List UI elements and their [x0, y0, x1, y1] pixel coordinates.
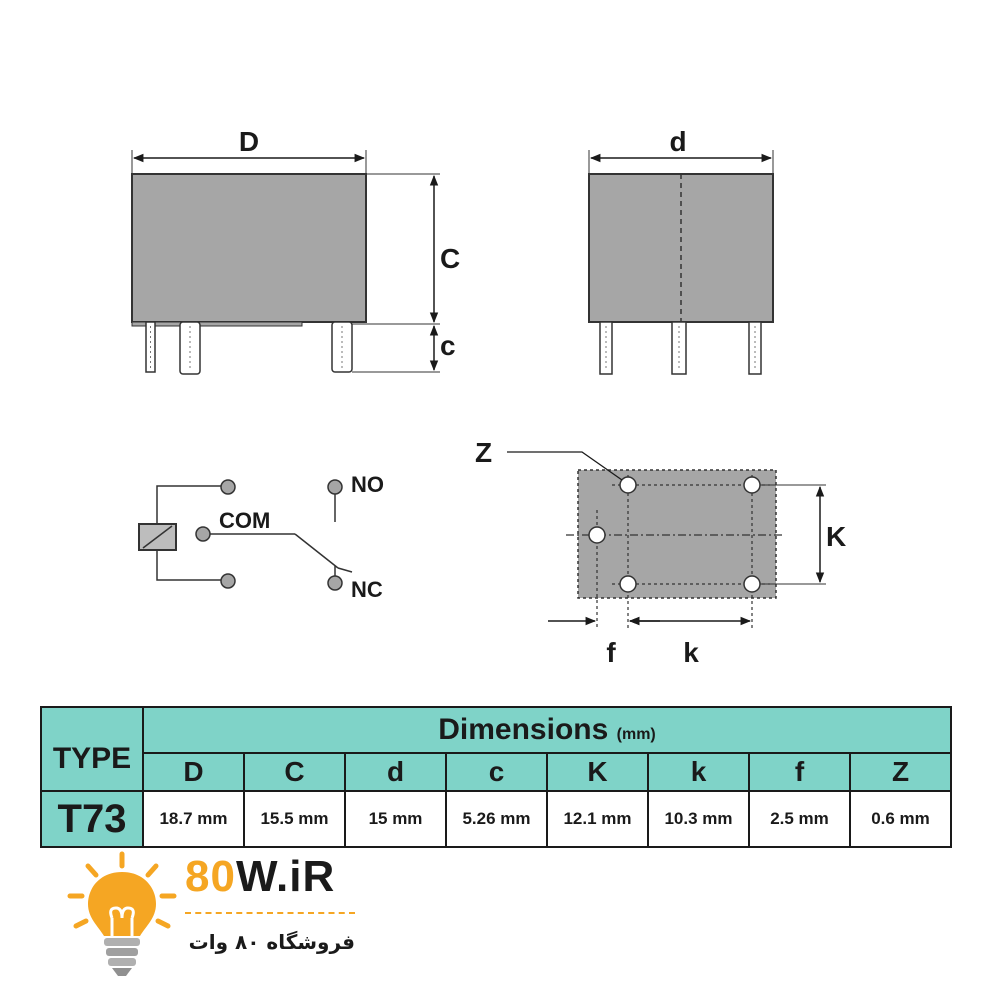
- column-header: d: [344, 752, 447, 792]
- value-cell: 10.3 mm: [647, 790, 750, 848]
- bulb-icon: [67, 851, 177, 976]
- pin-hole-3: [588, 526, 606, 544]
- column-header: D: [142, 752, 245, 792]
- type-header: TYPE: [40, 706, 144, 792]
- brand-suffix: W.iR: [235, 852, 336, 901]
- label-nc: NC: [351, 577, 383, 602]
- column-header: Z: [849, 752, 952, 792]
- label-k: k: [683, 637, 699, 668]
- value-cell: 0.6 mm: [849, 790, 952, 848]
- pcb-footprint: Z K f k: [475, 437, 846, 668]
- label-com: COM: [219, 508, 270, 533]
- brand-prefix: 80: [185, 852, 236, 901]
- column-header: C: [243, 752, 346, 792]
- brand-divider: [185, 912, 355, 914]
- relay-schematic: [138, 485, 353, 581]
- coil-terminal-bottom: [220, 573, 236, 589]
- label-d: d: [669, 126, 686, 157]
- nc-terminal: [327, 575, 343, 591]
- bulb-logo: [67, 851, 177, 976]
- dimensions-table: TYPE Dimensions (mm) D C d c K k f Z T73…: [40, 706, 952, 848]
- dimensions-title: Dimensions: [438, 713, 609, 746]
- value-cell: 18.7 mm: [142, 790, 245, 848]
- label-f: f: [606, 637, 616, 668]
- label-C: C: [440, 243, 460, 274]
- dimensions-header: Dimensions (mm): [142, 706, 952, 754]
- relay-dimension-drawing: D C c d COM NO NC: [131, 126, 846, 668]
- leader-Z: [507, 451, 623, 481]
- dimensions-unit: (mm): [616, 726, 656, 743]
- pin-hole-5: [743, 575, 761, 593]
- value-cell: 2.5 mm: [748, 790, 851, 848]
- relay-body-front: [131, 173, 367, 323]
- brand-name: 80W.iR: [185, 852, 335, 902]
- value-cell: 15.5 mm: [243, 790, 346, 848]
- value-cell: 5.26 mm: [445, 790, 548, 848]
- pin-hole-2: [743, 476, 761, 494]
- side-view: d: [588, 126, 774, 375]
- label-c: c: [440, 330, 456, 361]
- pin-hole-1: [619, 476, 637, 494]
- label-K: K: [826, 521, 846, 552]
- com-terminal: [195, 526, 211, 542]
- footprint-outline: [577, 469, 777, 599]
- column-header: c: [445, 752, 548, 792]
- column-header: k: [647, 752, 750, 792]
- column-header: f: [748, 752, 851, 792]
- label-D: D: [239, 126, 259, 157]
- front-view: D C c: [131, 126, 460, 375]
- column-header: K: [546, 752, 649, 792]
- value-cell: 12.1 mm: [546, 790, 649, 848]
- coil-terminal-top: [220, 479, 236, 495]
- no-terminal: [327, 479, 343, 495]
- model-cell: T73: [40, 790, 144, 848]
- brand-subtitle: فروشگاه ۸۰ وات: [188, 930, 355, 954]
- label-no: NO: [351, 472, 384, 497]
- value-cell: 15 mm: [344, 790, 447, 848]
- label-Z: Z: [475, 437, 492, 468]
- pin-hole-4: [619, 575, 637, 593]
